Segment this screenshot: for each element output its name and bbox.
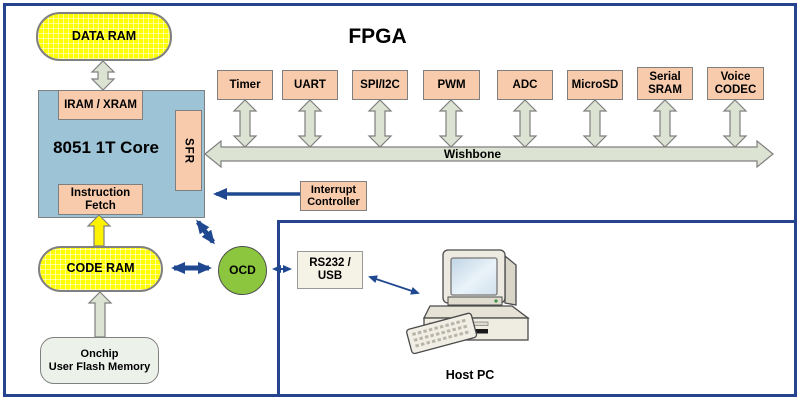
iram-xram-block: IRAM / XRAM: [58, 90, 143, 120]
flash-code-ram-arrow: [87, 291, 113, 338]
rs232-usb-block: RS232 / USB: [297, 251, 363, 289]
spi-i2c-bus-arrow: [367, 99, 393, 148]
timer-bus-arrow: [232, 99, 258, 148]
voice-codec-bus-arrow: [722, 99, 748, 148]
rs232-host-pc-arrow: [368, 275, 420, 295]
flash-line1: Onchip: [80, 348, 119, 361]
board-outer-border: [3, 3, 797, 397]
rs232-line2: USB: [317, 270, 343, 282]
host-pc-icon: [406, 249, 530, 355]
uart-bus-arrow: [297, 99, 323, 148]
microsd-bus-arrow: [582, 99, 608, 148]
sfr-block: SFR: [175, 110, 202, 191]
wishbone-bus-arrow: [204, 139, 774, 169]
core-label: 8051 1T Core: [53, 138, 159, 157]
peripheral-timer: Timer: [217, 70, 273, 100]
core-ocd-arrow: [196, 219, 215, 245]
data-ram-block: DATA RAM: [36, 12, 172, 61]
wishbone-bus-label: Wishbone: [443, 147, 502, 161]
data-ram-core-arrow: [90, 60, 116, 91]
interrupt-controller-block: Interrupt Controller: [300, 181, 367, 211]
fpga-boundary-vertical: [277, 220, 280, 397]
instruction-fetch-block: Instruction Fetch: [58, 184, 143, 215]
peripheral-pwm: PWM: [423, 70, 480, 100]
flash-line2: User Flash Memory: [48, 360, 151, 373]
pwm-bus-arrow: [438, 99, 464, 148]
peripheral-adc: ADC: [497, 70, 553, 100]
ocd-block: OCD: [218, 246, 267, 295]
peripheral-spi-i2c: SPI/I2C: [352, 70, 408, 100]
peripheral-voice-codec: Voice CODEC: [707, 67, 764, 100]
peripheral-serial-sram: Serial SRAM: [637, 67, 693, 100]
fpga-title: FPGA: [348, 25, 407, 48]
code-ram-fetch-arrow: [86, 214, 112, 247]
adc-bus-arrow: [512, 99, 538, 148]
host-pc-label: Host PC: [445, 368, 495, 382]
fpga-boundary-horizontal: [277, 220, 797, 223]
serial-sram-bus-arrow: [652, 99, 678, 148]
code-ram-block: CODE RAM: [38, 246, 163, 292]
rs232-line1: RS232 /: [309, 257, 351, 270]
peripheral-microsd: MicroSD: [567, 70, 623, 100]
peripheral-uart: UART: [282, 70, 338, 100]
